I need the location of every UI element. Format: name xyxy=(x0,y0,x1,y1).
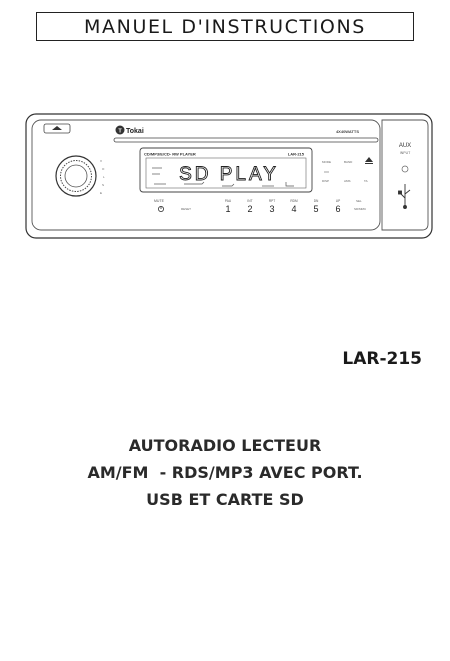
svg-text:E: E xyxy=(100,191,102,195)
eject-button[interactable] xyxy=(43,123,71,134)
lcd-display xyxy=(145,157,307,189)
description-line-1: AUTORADIO LECTEUR xyxy=(128,436,322,455)
power-label: 4X40WATTS xyxy=(336,129,359,134)
device-model-label: LAR-215 xyxy=(288,152,305,157)
preset-button-6[interactable]: 6 xyxy=(335,204,340,214)
aux-jack[interactable] xyxy=(401,165,409,173)
svg-text:SD/MMC: SD/MMC xyxy=(354,207,367,211)
svg-text:BAND: BAND xyxy=(344,160,353,164)
preset-label-2: INT xyxy=(247,199,252,203)
aux-label: AUX xyxy=(399,143,411,149)
svg-text:Tokai: Tokai xyxy=(126,128,144,135)
lcd-text: SD PLAY xyxy=(179,164,279,185)
preset-button-4[interactable]: 4 xyxy=(291,204,296,214)
preset-label-6: UP xyxy=(336,199,340,203)
product-description: AUTORADIO LECTEUR AM/FM - RDS/MP3 AVEC P… xyxy=(0,432,450,513)
aux-sub-label: INPUT xyxy=(400,151,411,155)
svg-text:MODE: MODE xyxy=(322,160,331,164)
svg-text:TA: TA xyxy=(364,179,368,183)
preset-label-1: PAU xyxy=(225,199,232,203)
svg-text:V: V xyxy=(100,159,102,163)
mute-label: MUTE xyxy=(154,199,165,203)
preset-button-1[interactable]: 1 xyxy=(225,204,230,214)
preset-label-3: RPT xyxy=(269,199,275,203)
svg-text:SEL: SEL xyxy=(356,199,362,203)
usb-icon xyxy=(398,184,411,209)
description-line-2: AM/FM - RDS/MP3 AVEC PORT. xyxy=(87,463,363,482)
lcd-indicators xyxy=(152,167,294,187)
preset-label-4: RDM xyxy=(290,199,298,203)
eject-small-icon[interactable] xyxy=(365,157,373,162)
svg-text:S: S xyxy=(102,183,104,187)
manual-title-box: MANUEL D'INSTRUCTIONS xyxy=(36,12,414,41)
volume-knob[interactable] xyxy=(55,155,97,197)
svg-text:RESET: RESET xyxy=(181,207,191,211)
svg-text:T: T xyxy=(118,129,122,135)
svg-text:AMS: AMS xyxy=(344,179,351,183)
manual-title: MANUEL D'INSTRUCTIONS xyxy=(84,15,366,38)
preset-label-5: DN xyxy=(314,199,319,203)
preset-button-5[interactable]: 5 xyxy=(313,204,318,214)
preset-button-2[interactable]: 2 xyxy=(247,204,252,214)
svg-text:L: L xyxy=(103,175,105,179)
model-number: LAR-215 xyxy=(342,349,422,369)
description-line-3: USB ET CARTE SD xyxy=(146,490,304,509)
preset-button-3[interactable]: 3 xyxy=(269,204,274,214)
cd-slot xyxy=(113,137,379,143)
svg-text:O: O xyxy=(102,167,105,171)
car-radio-illustration: AUX INPUT T Tokai 4X40WATTS VOL SE CD/MP… xyxy=(25,113,433,239)
player-label: CD/MP3/E/CD- RW PLAYER xyxy=(144,152,196,157)
svg-text:DISP: DISP xyxy=(322,179,329,183)
brand-logo: T Tokai xyxy=(115,125,144,135)
